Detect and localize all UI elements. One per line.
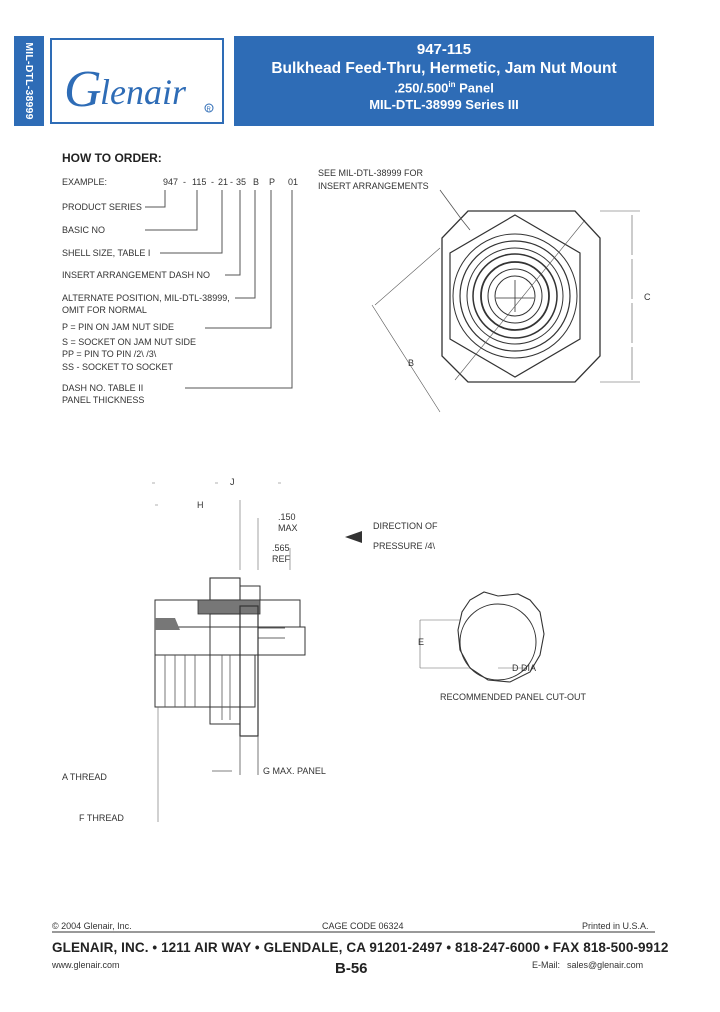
- title-banner: 947-115 Bulkhead Feed-Thru, Hermetic, Ja…: [234, 36, 654, 126]
- dim-150-label: .150: [278, 512, 296, 522]
- example-series: 947: [163, 177, 179, 187]
- email-label: E-Mail:: [532, 960, 561, 970]
- dim-b-label: B: [408, 358, 415, 368]
- svg-text:R: R: [207, 107, 212, 113]
- dim-d-label: D DIA: [512, 663, 537, 673]
- order-line: SS - SOCKET TO SOCKET: [62, 362, 174, 372]
- order-line: BASIC NO: [62, 225, 106, 235]
- g-panel-label: G MAX. PANEL: [263, 766, 326, 776]
- dim-max-label: MAX: [278, 523, 298, 533]
- order-line: P = PIN ON JAM NUT SIDE: [62, 322, 174, 332]
- dim-565-label: .565: [272, 543, 290, 553]
- example-label: EXAMPLE:: [62, 177, 108, 187]
- glenair-logo-mark: G lenair R: [64, 61, 214, 118]
- order-leader-lines: [145, 190, 293, 389]
- example-dash: -: [230, 177, 233, 187]
- example-dash: -: [211, 177, 214, 187]
- company-address-line: GLENAIR, INC. • 1211 AIR WAY • GLENDALE,…: [52, 940, 669, 955]
- front-view: [371, 189, 640, 413]
- dim-j-label: J: [230, 477, 235, 487]
- glenair-logo: G lenair R: [50, 38, 224, 124]
- order-line: SHELL SIZE, TABLE I: [62, 248, 151, 258]
- email-link[interactable]: sales@glenair.com: [567, 960, 644, 970]
- order-line: S = SOCKET ON JAM NUT SIDE: [62, 337, 196, 347]
- series-side-tab: MIL-DTL-38999: [14, 36, 44, 126]
- example-position: B: [253, 177, 260, 187]
- panel-cutout: [419, 591, 545, 683]
- example-basic: 115: [192, 177, 207, 187]
- dim-c-label: C: [644, 292, 651, 302]
- cage-code: CAGE CODE 06324: [322, 921, 404, 931]
- how-to-order-heading: HOW TO ORDER:: [62, 151, 162, 165]
- svg-text:G: G: [64, 61, 102, 118]
- panel-spec: .250/.500in Panel: [394, 80, 494, 96]
- order-line: PRODUCT SERIES: [62, 202, 142, 212]
- cutout-caption: RECOMMENDED PANEL CUT-OUT: [440, 692, 587, 702]
- page-number: B-56: [335, 960, 368, 977]
- side-view: [152, 482, 362, 822]
- example-dash: -: [183, 177, 186, 187]
- insert-note-line2: INSERT ARRANGEMENTS: [318, 181, 429, 191]
- series-spec: MIL-DTL-38999 Series III: [369, 97, 519, 113]
- example-dash-no: 01: [288, 177, 299, 187]
- dim-e-label: E: [418, 637, 425, 647]
- pressure-direction-line2: PRESSURE /4\: [373, 541, 436, 551]
- website-link[interactable]: www.glenair.com: [52, 960, 120, 970]
- order-line: INSERT ARRANGEMENT DASH NO: [62, 270, 211, 280]
- product-title: Bulkhead Feed-Thru, Hermetic, Jam Nut Mo…: [271, 60, 617, 77]
- f-thread-label: F THREAD: [79, 813, 124, 823]
- dim-h-label: H: [197, 500, 204, 510]
- insert-note-line1: SEE MIL-DTL-38999 FOR: [318, 168, 424, 178]
- copyright: © 2004 Glenair, Inc.: [52, 921, 132, 931]
- example-shell: 21: [218, 177, 229, 187]
- printed-in: Printed in U.S.A.: [582, 921, 649, 931]
- part-number: 947-115: [416, 41, 472, 58]
- order-line: OMIT FOR NORMAL: [62, 305, 147, 315]
- order-line: ALTERNATE POSITION, MIL-DTL-38999,: [62, 293, 230, 303]
- order-line: PANEL THICKNESS: [62, 395, 145, 405]
- svg-text:lenair: lenair: [100, 72, 187, 112]
- example-contact: P: [269, 177, 276, 187]
- dim-ref-label: REF: [272, 554, 290, 564]
- pressure-direction-line1: DIRECTION OF: [373, 521, 438, 531]
- order-line: PP = PIN TO PIN /2\ /3\: [62, 349, 157, 359]
- a-thread-label: A THREAD: [62, 772, 107, 782]
- order-line: DASH NO. TABLE II: [62, 383, 144, 393]
- example-insert: 35: [236, 177, 247, 187]
